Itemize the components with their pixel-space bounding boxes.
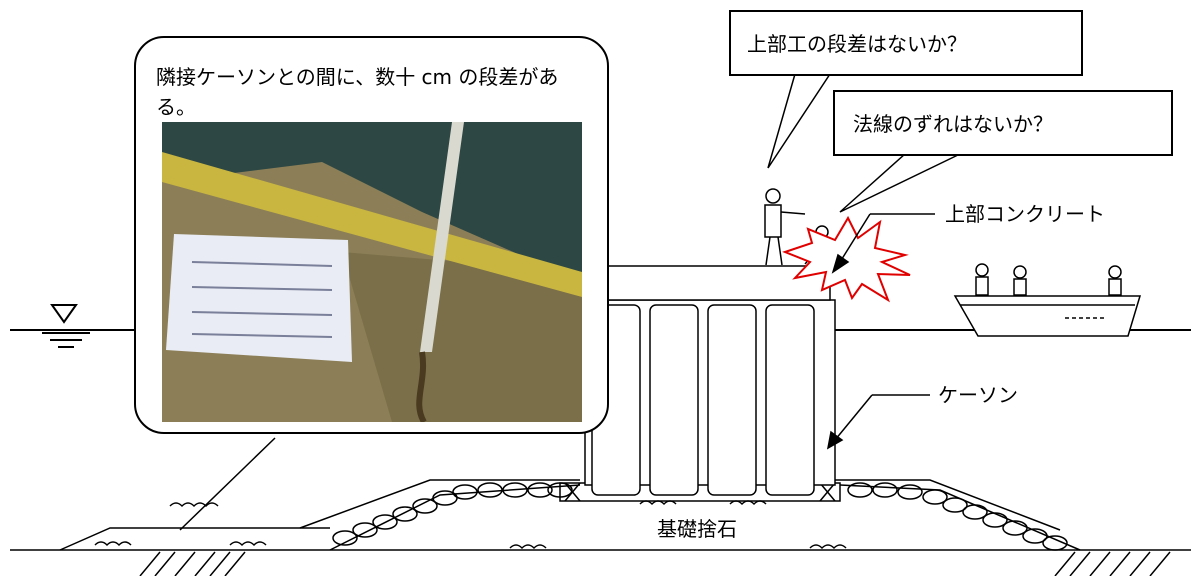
label-caisson: ケーソン [938, 383, 1018, 407]
armour-units-left [332, 482, 573, 546]
photo-callout: 隣接ケーソンとの間に、数十 cm の段差がある。 [134, 36, 609, 434]
damage-burst-icon [782, 215, 911, 303]
photo-caption: 隣接ケーソンとの間に、数十 cm の段差がある。 [156, 65, 559, 119]
question-step-text: 上部工の段差はないか？ [747, 32, 967, 56]
armour-units-right [847, 482, 1068, 551]
superstructure-block [604, 265, 831, 301]
right-mound [509, 479, 1081, 551]
water-level-icon [42, 304, 90, 348]
site-photo-sketch [162, 122, 582, 422]
question-bubble-step: 上部工の段差はないか？ [729, 10, 1083, 76]
leader-lines [826, 213, 935, 450]
question-bubble-alignment: 法線のずれはないか？ [833, 90, 1173, 156]
seabed-line [10, 549, 1191, 576]
boat-icon [953, 263, 1142, 337]
inspector-standing-icon [764, 188, 806, 266]
label-rubble-mound: 基礎捨石 [657, 517, 737, 541]
question-alignment-text: 法線のずれはないか？ [853, 112, 1053, 136]
caisson-body [584, 299, 836, 496]
site-photo [162, 122, 582, 422]
left-mound [59, 437, 581, 551]
label-superstructure: 上部コンクリート [945, 202, 1105, 226]
